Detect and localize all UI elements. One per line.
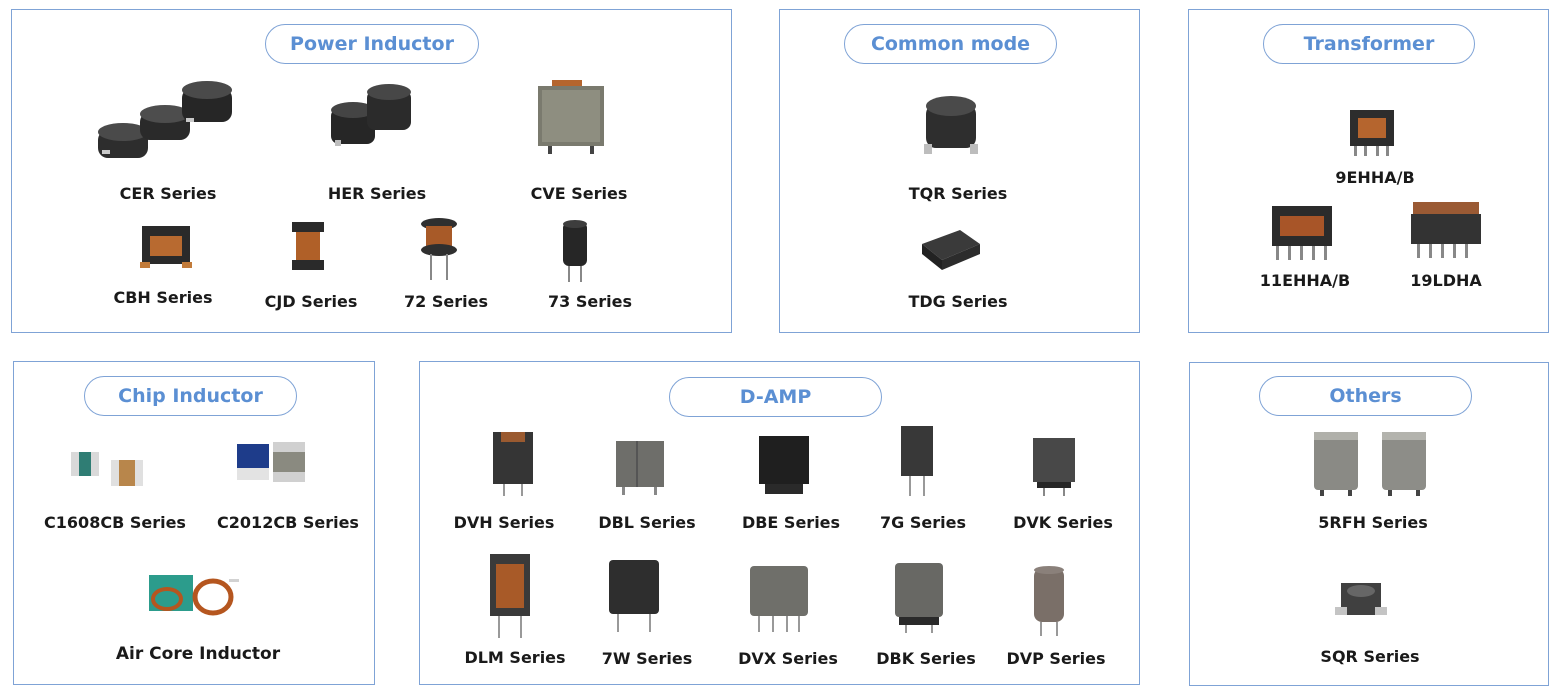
cer-series-image[interactable] <box>92 80 242 162</box>
cjd-series-label[interactable]: CJD Series <box>264 292 358 311</box>
9ehha-b-image[interactable] <box>1342 104 1402 160</box>
73-series-label[interactable]: 73 Series <box>548 292 632 311</box>
cbh-series-label[interactable]: CBH Series <box>113 288 213 307</box>
her-series-image[interactable] <box>323 84 423 154</box>
tdg-series-image[interactable] <box>916 222 986 274</box>
dvk-series-image[interactable] <box>1029 434 1079 496</box>
dbe-series-label[interactable]: DBE Series <box>741 513 841 532</box>
c2012cb-series-image[interactable] <box>231 438 311 492</box>
cve-series-image[interactable] <box>532 72 612 154</box>
dvp-series-label[interactable]: DVP Series <box>1006 649 1106 668</box>
9ehha-b-label[interactable]: 9EHHA/B <box>1335 168 1415 187</box>
tdg-series-label[interactable]: TDG Series <box>908 292 1008 311</box>
11ehha-b-image[interactable] <box>1266 202 1338 264</box>
tqr-series-image[interactable] <box>920 94 982 160</box>
her-series-label[interactable]: HER Series <box>327 184 427 203</box>
cjd-series-image[interactable] <box>286 220 330 274</box>
dvh-series-label[interactable]: DVH Series <box>453 513 555 532</box>
dbe-series-image[interactable] <box>755 432 813 496</box>
common-mode-title[interactable]: Common mode <box>844 24 1057 64</box>
cbh-series-image[interactable] <box>136 222 196 272</box>
cve-series-label[interactable]: CVE Series <box>530 184 628 203</box>
dvp-series-image[interactable] <box>1030 564 1068 636</box>
air-core-inductor-label[interactable]: Air Core Inductor <box>115 644 281 664</box>
c2012cb-series-label[interactable]: C2012CB Series <box>217 513 359 532</box>
air-core-inductor-image[interactable] <box>143 569 243 621</box>
transformer-title[interactable]: Transformer <box>1263 24 1475 64</box>
73-series-image[interactable] <box>558 218 592 282</box>
5rfh-series-image[interactable] <box>1308 428 1434 498</box>
dbl-series-image[interactable] <box>612 437 668 497</box>
7g-series-label[interactable]: 7G Series <box>880 513 966 532</box>
dvh-series-image[interactable] <box>487 430 539 496</box>
dlm-series-image[interactable] <box>486 552 534 640</box>
19ldha-label[interactable]: 19LDHA <box>1410 271 1482 290</box>
cer-series-label[interactable]: CER Series <box>119 184 217 203</box>
dbl-series-label[interactable]: DBL Series <box>598 513 696 532</box>
others-title[interactable]: Others <box>1259 376 1472 416</box>
7w-series-label[interactable]: 7W Series <box>601 649 693 668</box>
dvk-series-label[interactable]: DVK Series <box>1013 513 1113 532</box>
tqr-series-label[interactable]: TQR Series <box>908 184 1008 203</box>
7w-series-image[interactable] <box>605 558 663 632</box>
sqr-series-label[interactable]: SQR Series <box>1320 647 1420 666</box>
sqr-series-image[interactable] <box>1333 577 1391 625</box>
power-inductor-title[interactable]: Power Inductor <box>265 24 479 64</box>
72-series-image[interactable] <box>414 216 464 282</box>
dbk-series-label[interactable]: DBK Series <box>876 649 976 668</box>
d-amp-title[interactable]: D-AMP <box>669 377 882 417</box>
c1608cb-series-image[interactable] <box>65 444 155 496</box>
72-series-label[interactable]: 72 Series <box>404 292 488 311</box>
others-panel <box>1189 362 1549 686</box>
7g-series-image[interactable] <box>897 424 937 498</box>
5rfh-series-label[interactable]: 5RFH Series <box>1318 513 1428 532</box>
c1608cb-series-label[interactable]: C1608CB Series <box>44 513 186 532</box>
dbk-series-image[interactable] <box>891 559 947 633</box>
dvx-series-label[interactable]: DVX Series <box>738 649 838 668</box>
dvx-series-image[interactable] <box>746 562 812 634</box>
11ehha-b-label[interactable]: 11EHHA/B <box>1259 271 1351 290</box>
dlm-series-label[interactable]: DLM Series <box>464 648 566 667</box>
19ldha-image[interactable] <box>1407 198 1485 262</box>
chip-inductor-title[interactable]: Chip Inductor <box>84 376 297 416</box>
